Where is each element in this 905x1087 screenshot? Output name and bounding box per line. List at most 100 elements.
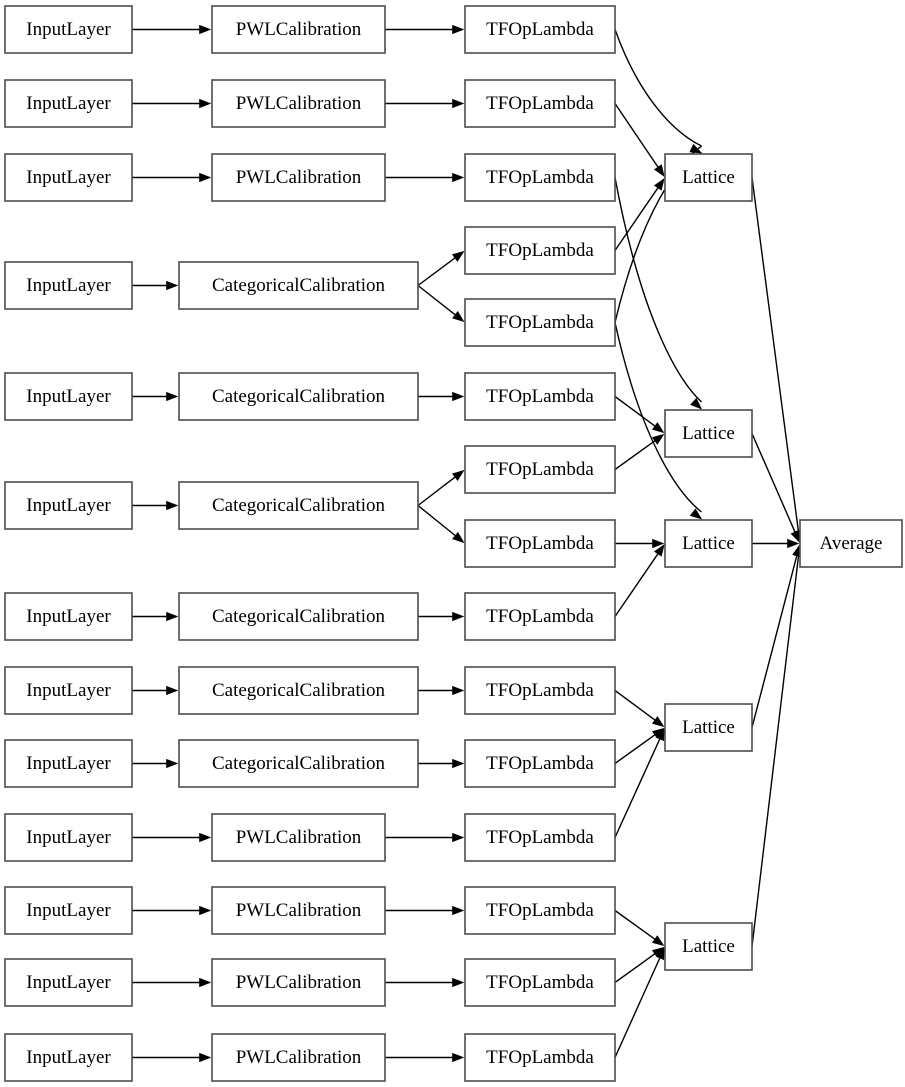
node-op9-tfop-lambda[interactable]: TFOpLambda	[464, 592, 616, 641]
node-box[interactable]	[4, 813, 133, 862]
edge-line	[614, 689, 656, 721]
node-cal10-pwlcalibration[interactable]: PWLCalibration	[211, 813, 386, 862]
node-cal13-pwlcalibration[interactable]: PWLCalibration	[211, 1033, 386, 1082]
node-in6-input-layer[interactable]: InputLayer	[4, 481, 133, 530]
node-in13-input-layer[interactable]: InputLayer	[4, 1033, 133, 1082]
node-op15-tfop-lambda[interactable]: TFOpLambda	[464, 1033, 616, 1082]
node-in2-input-layer[interactable]: InputLayer	[4, 79, 133, 128]
node-op14-tfop-lambda[interactable]: TFOpLambda	[464, 958, 616, 1007]
node-in10-input-layer[interactable]: InputLayer	[4, 813, 133, 862]
node-box[interactable]	[211, 5, 386, 54]
node-op7-tfop-lambda[interactable]: TFOpLambda	[464, 445, 616, 494]
node-in11-input-layer[interactable]: InputLayer	[4, 886, 133, 935]
node-box[interactable]	[464, 298, 616, 347]
node-box[interactable]	[4, 1033, 133, 1082]
node-box[interactable]	[464, 519, 616, 568]
node-box[interactable]	[799, 519, 903, 568]
node-box[interactable]	[211, 886, 386, 935]
node-cal8-categorical-calibration[interactable]: CategoricalCalibration	[178, 666, 419, 715]
node-box[interactable]	[211, 958, 386, 1007]
node-cal2-pwlcalibration[interactable]: PWLCalibration	[211, 79, 386, 128]
node-box[interactable]	[211, 153, 386, 202]
node-op13-tfop-lambda[interactable]: TFOpLambda	[464, 886, 616, 935]
node-lat5-lattice[interactable]: Lattice	[664, 922, 753, 971]
node-in7-input-layer[interactable]: InputLayer	[4, 592, 133, 641]
node-op12-tfop-lambda[interactable]: TFOpLambda	[464, 813, 616, 862]
node-box[interactable]	[211, 1033, 386, 1082]
node-box[interactable]	[664, 703, 753, 752]
node-box[interactable]	[178, 666, 419, 715]
node-box[interactable]	[664, 519, 753, 568]
node-box[interactable]	[4, 592, 133, 641]
node-box[interactable]	[178, 481, 419, 530]
node-box[interactable]	[178, 592, 419, 641]
node-op3-tfop-lambda[interactable]: TFOpLambda	[464, 153, 616, 202]
node-op8-tfop-lambda[interactable]: TFOpLambda	[464, 519, 616, 568]
node-box[interactable]	[4, 958, 133, 1007]
node-box[interactable]	[464, 739, 616, 788]
node-cal9-categorical-calibration[interactable]: CategoricalCalibration	[178, 739, 419, 788]
node-box[interactable]	[464, 226, 616, 275]
node-box[interactable]	[4, 739, 133, 788]
node-in12-input-layer[interactable]: InputLayer	[4, 958, 133, 1007]
node-box[interactable]	[178, 261, 419, 310]
node-cal6-categorical-calibration[interactable]: CategoricalCalibration	[178, 481, 419, 530]
node-box[interactable]	[4, 481, 133, 530]
node-cal1-pwlcalibration[interactable]: PWLCalibration	[211, 5, 386, 54]
node-op6-tfop-lambda[interactable]: TFOpLambda	[464, 372, 616, 421]
node-box[interactable]	[664, 153, 753, 202]
node-box[interactable]	[4, 79, 133, 128]
node-box[interactable]	[4, 886, 133, 935]
node-lat3-lattice[interactable]: Lattice	[664, 519, 753, 568]
node-box[interactable]	[464, 592, 616, 641]
node-box[interactable]	[464, 666, 616, 715]
node-in3-input-layer[interactable]: InputLayer	[4, 153, 133, 202]
node-avg-average[interactable]: Average	[799, 519, 903, 568]
node-op2-tfop-lambda[interactable]: TFOpLambda	[464, 79, 616, 128]
node-box[interactable]	[464, 5, 616, 54]
node-box[interactable]	[211, 79, 386, 128]
node-box[interactable]	[4, 5, 133, 54]
node-box[interactable]	[464, 1033, 616, 1082]
node-box[interactable]	[464, 886, 616, 935]
node-cal5-categorical-calibration[interactable]: CategoricalCalibration	[178, 372, 419, 421]
node-box[interactable]	[4, 666, 133, 715]
node-op4-tfop-lambda[interactable]: TFOpLambda	[464, 226, 616, 275]
edge-arrowhead	[199, 905, 212, 916]
node-op1-tfop-lambda[interactable]: TFOpLambda	[464, 5, 616, 54]
node-op5-tfop-lambda[interactable]: TFOpLambda	[464, 298, 616, 347]
node-cal12-pwlcalibration[interactable]: PWLCalibration	[211, 958, 386, 1007]
node-in5-input-layer[interactable]: InputLayer	[4, 372, 133, 421]
node-box[interactable]	[178, 372, 419, 421]
edge-line	[614, 187, 659, 251]
node-box[interactable]	[464, 813, 616, 862]
node-in9-input-layer[interactable]: InputLayer	[4, 739, 133, 788]
node-cal7-categorical-calibration[interactable]: CategoricalCalibration	[178, 592, 419, 641]
node-box[interactable]	[464, 372, 616, 421]
node-box[interactable]	[4, 261, 133, 310]
node-box[interactable]	[664, 409, 753, 458]
node-label: TFOpLambda	[486, 1047, 594, 1068]
node-cal11-pwlcalibration[interactable]: PWLCalibration	[211, 886, 386, 935]
node-box[interactable]	[4, 153, 133, 202]
node-in8-input-layer[interactable]: InputLayer	[4, 666, 133, 715]
node-box[interactable]	[664, 922, 753, 971]
node-box[interactable]	[464, 79, 616, 128]
node-box[interactable]	[464, 958, 616, 1007]
edge-categorical-calibration-to-tfop-lambda	[417, 284, 465, 323]
node-box[interactable]	[178, 739, 419, 788]
node-lat4-lattice[interactable]: Lattice	[664, 703, 753, 752]
edge-arrowhead	[452, 469, 465, 481]
node-box[interactable]	[4, 372, 133, 421]
node-box[interactable]	[211, 813, 386, 862]
node-cal4-categorical-calibration[interactable]: CategoricalCalibration	[178, 261, 419, 310]
node-box[interactable]	[464, 445, 616, 494]
node-op10-tfop-lambda[interactable]: TFOpLambda	[464, 666, 616, 715]
node-in1-input-layer[interactable]: InputLayer	[4, 5, 133, 54]
node-lat2-lattice[interactable]: Lattice	[664, 409, 753, 458]
node-lat1-lattice[interactable]: Lattice	[664, 153, 753, 202]
node-cal3-pwlcalibration[interactable]: PWLCalibration	[211, 153, 386, 202]
node-in4-input-layer[interactable]: InputLayer	[4, 261, 133, 310]
node-op11-tfop-lambda[interactable]: TFOpLambda	[464, 739, 616, 788]
node-box[interactable]	[464, 153, 616, 202]
